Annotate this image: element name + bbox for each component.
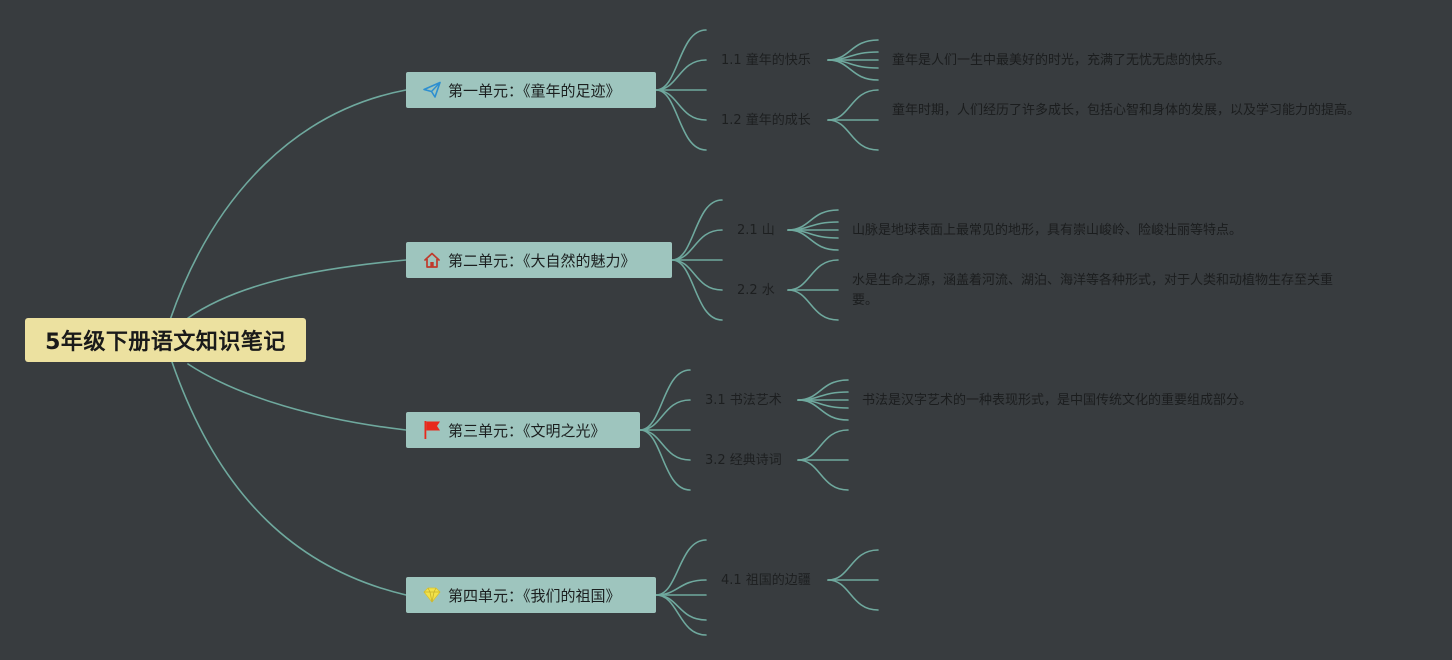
- connector-unit2-fan-1: [671, 229, 723, 261]
- subtopic-4-1[interactable]: 4.1 祖国的边疆: [721, 573, 811, 588]
- connector-unit4-fan-4: [655, 594, 707, 636]
- connector-root-unit-3: [187, 363, 407, 431]
- unit-4-label: 第四单元：《我们的祖国》: [448, 586, 621, 605]
- connector-unit3-fan-1: [639, 399, 691, 431]
- subtopic-2-2[interactable]: 2.2 水: [737, 283, 775, 298]
- connector-unit2-fan-4: [671, 259, 723, 321]
- connector-unit2-fan-3: [671, 259, 723, 291]
- connector-sub12-fan-2: [827, 119, 879, 151]
- connector-unit1-fan-0: [655, 29, 707, 91]
- connector-sub31-fan-4: [797, 399, 849, 421]
- connector-sub32-fan-0: [797, 429, 849, 461]
- connector-sub32-fan-2: [797, 459, 849, 491]
- root-topic-label: 5年级下册语文知识笔记: [45, 330, 286, 355]
- unit-3-label: 第三单元：《文明之光》: [448, 421, 606, 440]
- unit-2-topic[interactable]: 第二单元：《大自然的魅力》: [406, 242, 672, 278]
- connector-sub22-fan-0: [787, 259, 839, 291]
- note-2-1: 山脉是地球表面上最常见的地形，具有崇山峻岭、险峻壮丽等特点。: [852, 223, 1243, 238]
- note-3-1: 书法是汉字艺术的一种表现形式，是中国传统文化的重要组成部分。: [862, 393, 1253, 408]
- unit-1-label: 第一单元：《童年的足迹》: [448, 81, 621, 100]
- connector-unit1-fan-1: [655, 59, 707, 91]
- connector-sub21-fan-0: [787, 209, 839, 231]
- diamond-icon: [423, 586, 441, 604]
- subtopic-1-2[interactable]: 1.2 童年的成长: [721, 113, 811, 128]
- paper-plane-icon: [423, 81, 441, 99]
- connector-root-unit-2: [187, 259, 407, 319]
- connector-sub22-fan-2: [787, 289, 839, 321]
- subtopic-3-2[interactable]: 3.2 经典诗词: [705, 453, 782, 468]
- note-1-1: 童年是人们一生中最美好的时光，充满了无忧无虑的快乐。: [892, 53, 1231, 68]
- subtopic-2-1[interactable]: 2.1 山: [737, 223, 775, 238]
- connector-root-unit-4: [171, 361, 407, 596]
- unit-2-label: 第二单元：《大自然的魅力》: [448, 251, 636, 270]
- unit-3-topic[interactable]: 第三单元：《文明之光》: [406, 412, 640, 448]
- connector-unit3-fan-4: [639, 429, 691, 491]
- connector-sub11-fan-0: [827, 39, 879, 61]
- connector-unit2-fan-0: [671, 199, 723, 261]
- connector-sub12-fan-0: [827, 89, 879, 121]
- connector-unit3-fan-0: [639, 369, 691, 431]
- connector-root-unit-1: [169, 89, 407, 321]
- connector-unit4-fan-0: [655, 539, 707, 596]
- subtopic-3-1[interactable]: 3.1 书法艺术: [705, 393, 782, 408]
- connector-sub31-fan-0: [797, 379, 849, 401]
- connector-sub21-fan-4: [787, 229, 839, 251]
- root-topic[interactable]: 5年级下册语文知识笔记: [25, 318, 306, 362]
- unit-4-topic[interactable]: 第四单元：《我们的祖国》: [406, 577, 656, 613]
- note-1-2: 童年时期，人们经历了许多成长，包括心智和身体的发展，以及学习能力的提高。: [892, 103, 1361, 118]
- subtopic-1-1[interactable]: 1.1 童年的快乐: [721, 53, 811, 68]
- connector-sub11-fan-1: [827, 51, 879, 61]
- connector-sub31-fan-1: [797, 391, 849, 401]
- connector-unit1-fan-3: [655, 89, 707, 121]
- unit-1-topic[interactable]: 第一单元：《童年的足迹》: [406, 72, 656, 108]
- note-2-2: 水是生命之源，涵盖着河流、湖泊、海洋等各种形式，对于人类和动植物生存至关重要。: [852, 273, 1334, 308]
- red-flag-icon: [423, 421, 441, 439]
- connector-sub41-fan-0: [827, 549, 879, 581]
- connector-sub21-fan-1: [787, 221, 839, 231]
- connector-sub11-fan-4: [827, 59, 879, 81]
- connector-unit4-fan-3: [655, 594, 707, 621]
- connector-sub41-fan-2: [827, 579, 879, 611]
- connector-unit1-fan-4: [655, 89, 707, 151]
- connector-unit3-fan-3: [639, 429, 691, 461]
- home-icon: [423, 251, 441, 269]
